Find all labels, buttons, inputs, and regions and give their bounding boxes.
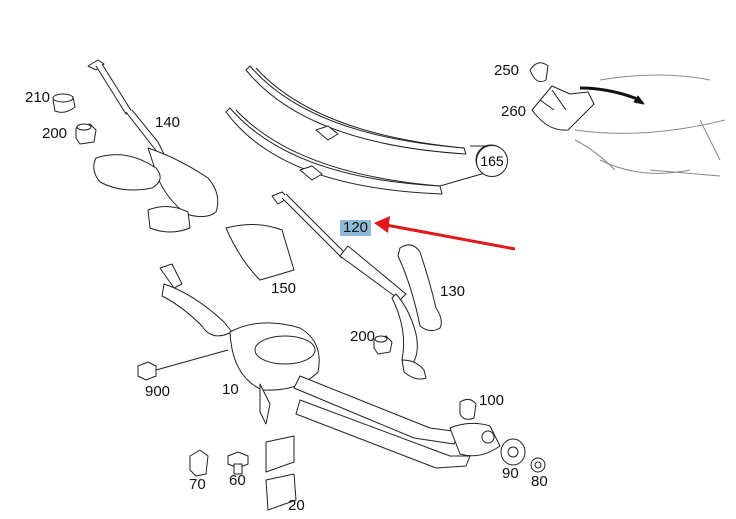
label-part-100: 100 <box>479 392 505 409</box>
part-120-wiper-arm-right <box>271 191 427 380</box>
label-part-140: 140 <box>155 114 181 131</box>
part-20-bracket <box>265 435 297 511</box>
label-part-10: 10 <box>222 381 239 398</box>
highlight-arrow <box>374 216 516 251</box>
part-250-260-cover-detail <box>529 62 726 177</box>
label-part-120-highlighted: 120 <box>340 220 372 236</box>
label-part-165: 165 <box>476 145 508 177</box>
part-900-connector <box>137 361 157 381</box>
part-200-nut-lower <box>373 335 393 355</box>
label-part-250: 250 <box>494 62 520 79</box>
label-part-130: 130 <box>440 283 466 300</box>
label-part-150: 150 <box>271 280 297 297</box>
part-150-cover <box>225 224 295 281</box>
part-165-wiper-blades <box>225 65 507 195</box>
label-part-80: 80 <box>531 473 548 490</box>
part-140-wiper-arm-left <box>87 59 219 233</box>
label-part-260: 260 <box>501 103 527 120</box>
part-10-wiper-linkage-motor <box>159 263 501 469</box>
part-210-cap <box>52 93 76 113</box>
label-part-900: 900 <box>145 383 171 400</box>
label-part-210: 210 <box>25 89 51 106</box>
label-part-200-upper: 200 <box>42 125 68 142</box>
label-part-60: 60 <box>229 472 246 489</box>
part-70-plug <box>189 449 209 477</box>
part-80-washer <box>530 457 546 473</box>
part-90-grommet <box>500 438 526 466</box>
label-part-90: 90 <box>502 465 519 482</box>
part-130-cover <box>397 244 442 332</box>
part-60-bolt <box>227 451 249 475</box>
part-100-bushing <box>459 398 477 420</box>
label-part-20: 20 <box>288 497 305 514</box>
label-part-200-lower: 200 <box>350 328 376 345</box>
label-part-70: 70 <box>189 476 206 493</box>
part-200-nut-upper <box>75 123 97 145</box>
